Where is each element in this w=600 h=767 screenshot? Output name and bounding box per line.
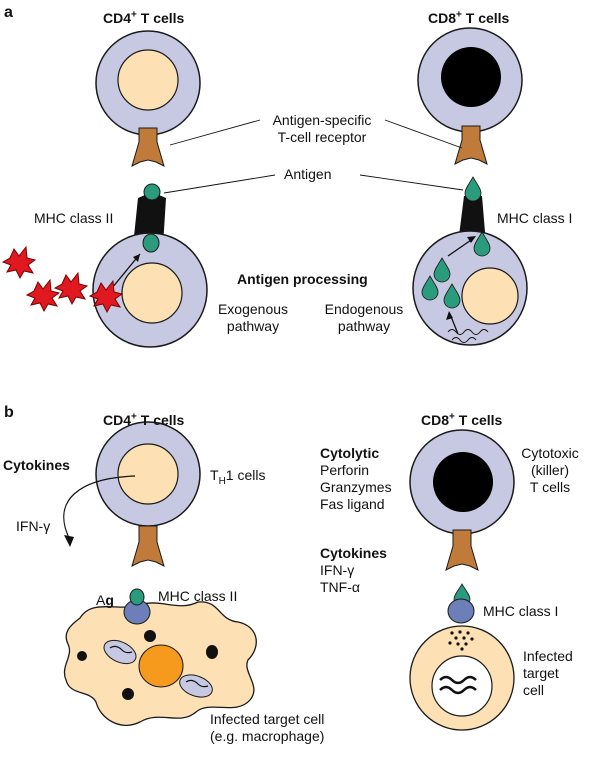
antigen-bound-cd4-a	[143, 183, 161, 201]
antigen-bound-cd8-a	[464, 176, 482, 202]
panel-b-cd4-title: CD4+ T cells	[103, 411, 185, 428]
antigen-in-apc-a	[142, 233, 160, 253]
th1-label: TH1 cells	[210, 467, 266, 487]
macrophage-nucleus	[138, 644, 184, 688]
t-cell-receptor-cd4-b	[131, 525, 165, 567]
cytokine-arrow	[63, 475, 136, 541]
target-cell-b	[409, 625, 515, 731]
antigen-b-cd4	[129, 588, 145, 606]
mhc-class-i-b	[447, 598, 475, 624]
antigen-presenting-cell-a	[92, 232, 208, 348]
exogenous-pathway-label: Exogenous pathway	[217, 301, 289, 334]
phagosomes	[103, 639, 213, 698]
cytotoxic-t-cells-label: Cytotoxic (killer) T cells	[521, 445, 579, 495]
cytokines-right-items: IFN-γ TNF-α	[320, 562, 360, 595]
tcr-label: Antigen-specific T-cell receptor	[272, 112, 372, 145]
cytotoxic-t-cell-b	[409, 429, 515, 535]
ag-label: Ag	[96, 592, 114, 608]
granule-dots	[448, 630, 474, 651]
t-cell-receptor-cd8-b	[445, 529, 479, 571]
mhc-class-i-label-b: MHC class I	[483, 603, 559, 619]
cytokines-left-label: Cytokines	[3, 457, 70, 473]
th1-cell-b	[95, 421, 201, 527]
endogenous-arrow-up	[447, 237, 475, 257]
panel-a-letter: a	[4, 4, 13, 21]
exogenous-arrow	[111, 253, 141, 289]
mhc-class-i-label-a: MHC class I	[497, 210, 573, 226]
antigen-processing-label: Antigen processing	[237, 271, 368, 287]
antigen-label: Antigen	[284, 166, 332, 182]
panel-a-cd8-title: CD8+ T cells	[428, 9, 510, 26]
cd8-t-cell-a	[417, 27, 523, 133]
granules	[77, 630, 218, 700]
panel-b-cd8-title: CD8+ T cells	[421, 411, 503, 428]
leader-tcr-left	[169, 119, 261, 146]
cytolytic-items: Perforin Granzymes Fas ligand	[320, 462, 392, 512]
t-cell-receptor-cd4-a	[131, 127, 165, 167]
mhc-class-ii-label-b: MHC class II	[158, 588, 238, 604]
mrna-squiggle	[447, 329, 489, 335]
antigen-droplets-endogenous	[421, 231, 491, 309]
t-cell-receptor-cd8-a	[454, 125, 488, 165]
ifn-gamma-left-label: IFN-γ	[16, 518, 51, 534]
infected-target-cell-label: Infected target cell	[523, 648, 573, 698]
mhc-class-ii-a	[133, 192, 166, 246]
cytolytic-label: Cytolytic	[320, 445, 380, 461]
cd4-t-cell-a	[95, 30, 201, 136]
microbe-icon	[1, 245, 124, 314]
endogenous-pathway-label: Endogenous pathway	[324, 301, 404, 334]
leader-tcr-right	[384, 119, 463, 149]
panel-b-letter: b	[4, 404, 14, 421]
infected-macrophage-label: Infected target cell (e.g. macrophage)	[210, 711, 325, 744]
leader-antigen-right	[359, 174, 464, 191]
cytokines-right-label: Cytokines	[320, 545, 387, 561]
panel-a-cd4-title: CD4+ T cells	[103, 9, 185, 26]
leader-antigen-left	[163, 174, 276, 194]
mhc-class-ii-label-a: MHC class II	[34, 210, 114, 226]
